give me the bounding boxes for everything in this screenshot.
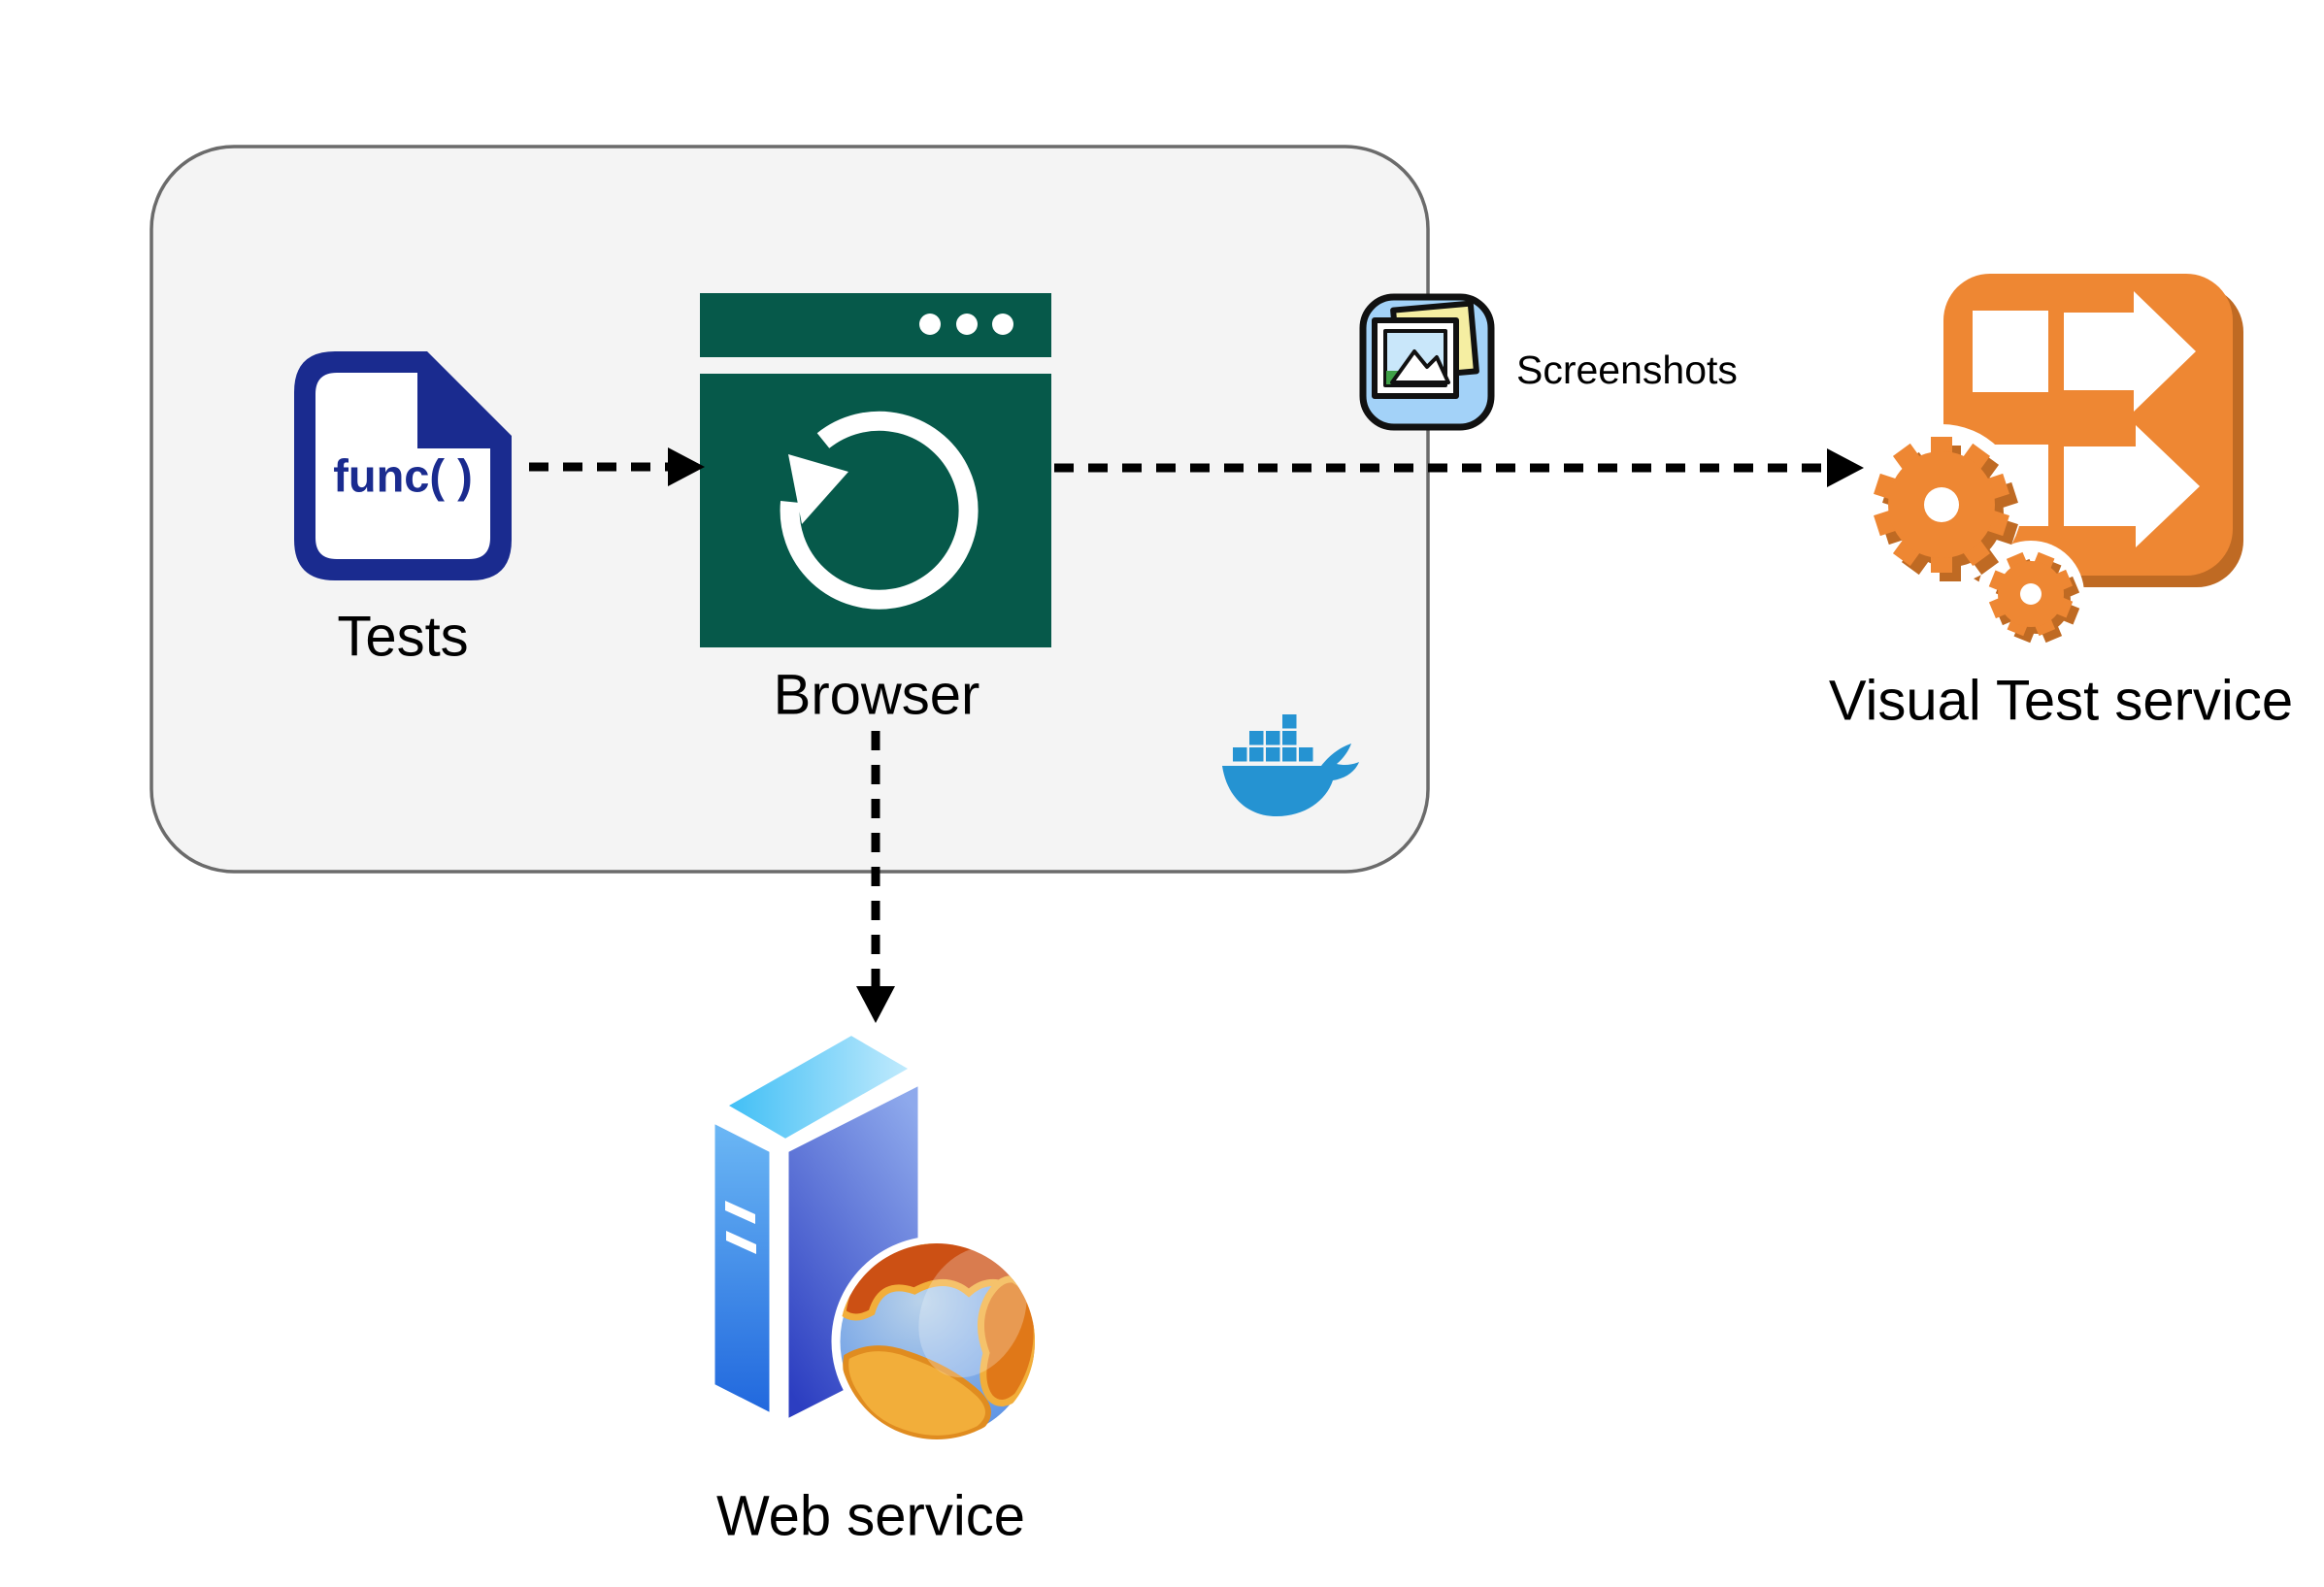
refresh-icon	[780, 411, 979, 610]
globe-icon	[831, 1236, 1043, 1447]
browser-label: Browser	[774, 664, 980, 727]
tests-file-icon: func( )	[294, 351, 512, 580]
browser-icon	[700, 293, 1051, 647]
gear-large-icon	[1874, 437, 2018, 581]
web-service-label: Web service	[716, 1485, 1025, 1548]
visual-test-icon	[1861, 274, 2243, 647]
screenshots-label: Screenshots	[1516, 347, 1738, 392]
browser-menu-dots-icon	[919, 314, 1013, 335]
docker-icon	[1222, 714, 1359, 816]
gear-small-icon	[1988, 551, 2080, 644]
func-code-text: func( )	[333, 450, 473, 502]
tests-label: Tests	[337, 606, 468, 669]
browser-to-visual-test-arrow	[1054, 448, 1864, 487]
visual-test-service-label: Visual Test service	[1829, 670, 2293, 733]
browser-to-web-service-arrow	[856, 731, 895, 1023]
screenshots-icon	[1359, 293, 1495, 431]
tests-to-browser-arrow	[529, 447, 705, 486]
